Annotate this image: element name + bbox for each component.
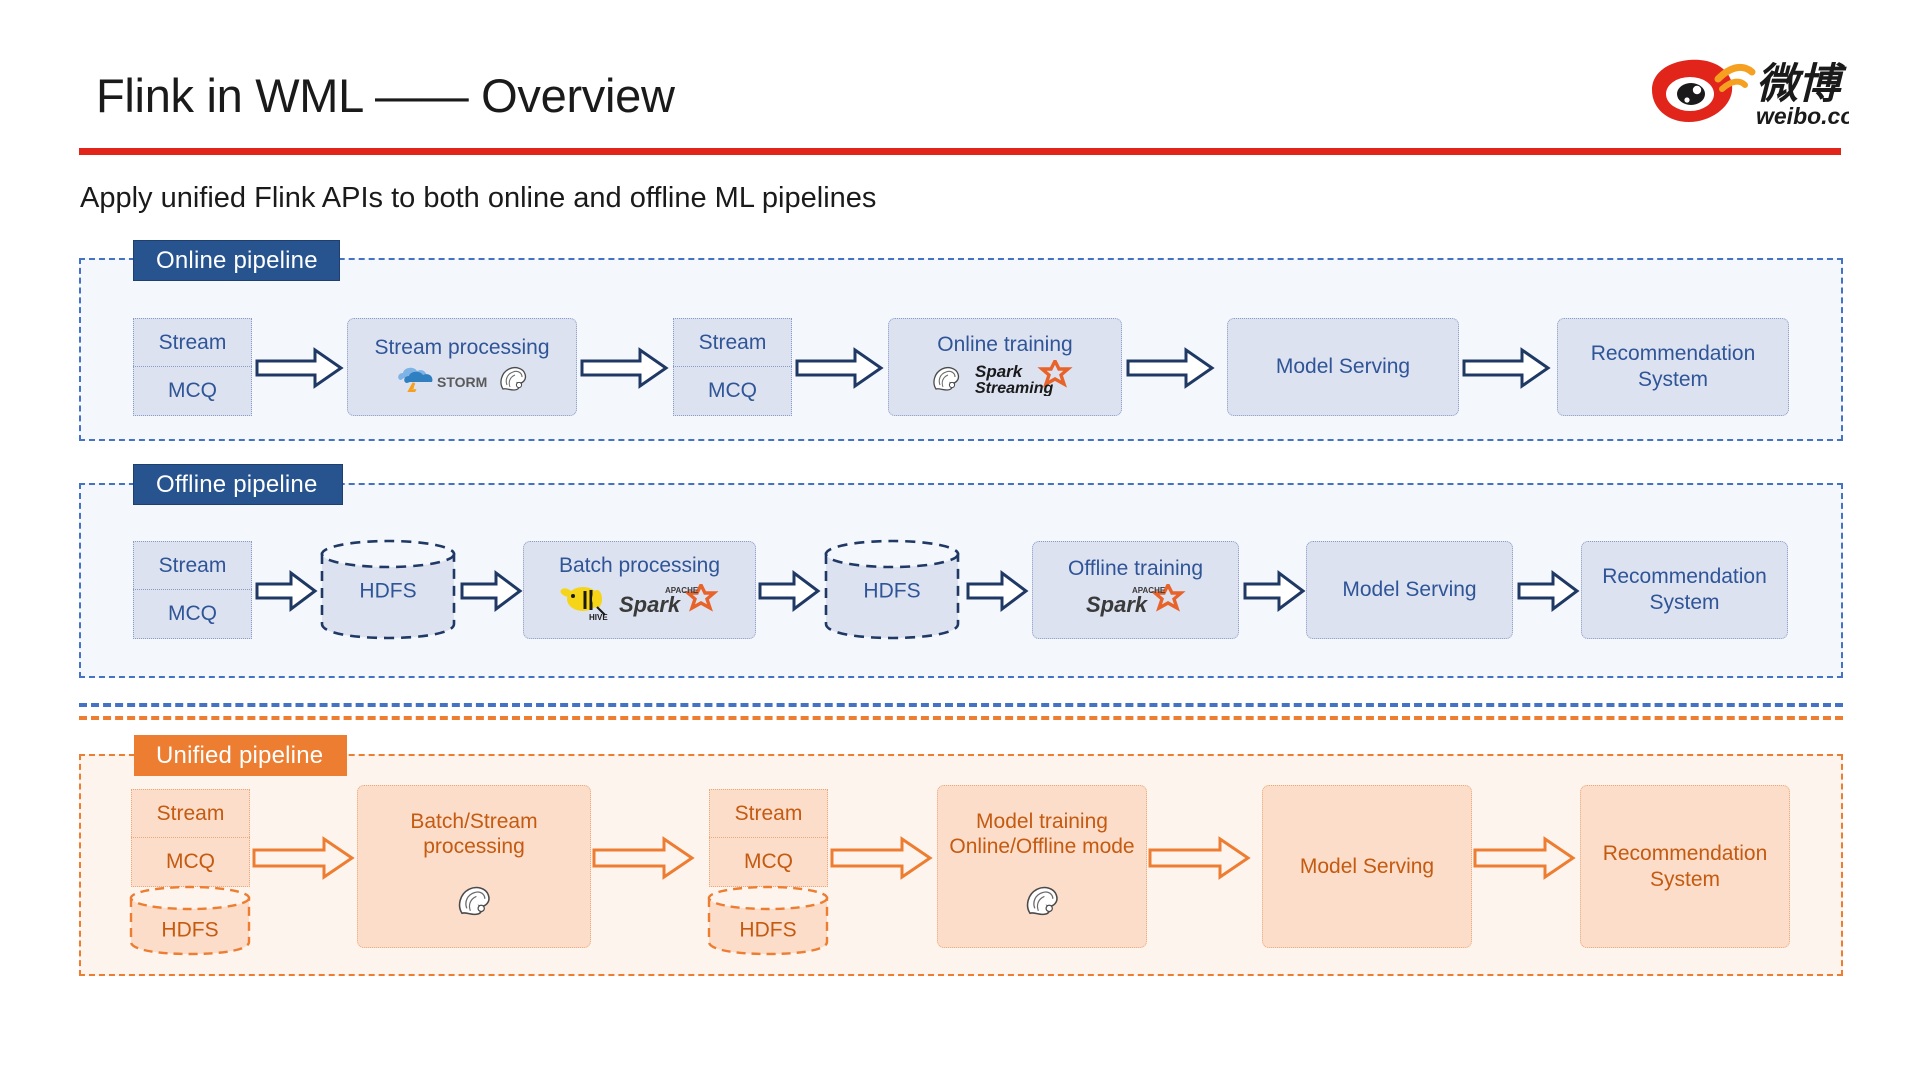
unified-model-training-label-2: Online/Offline mode — [949, 835, 1135, 859]
online-source-stream-cell: Stream — [133, 318, 252, 368]
unified-arrow-1 — [252, 836, 355, 880]
flink-squirrel-logo — [1022, 882, 1062, 925]
unified-pipeline-badge: Unified pipeline — [134, 735, 347, 776]
online-source-mcq-cell: MCQ — [133, 366, 252, 416]
offline-pipeline-badge-label: Offline pipeline — [156, 470, 318, 498]
offline-source-stream-cell: Stream — [133, 541, 252, 591]
online-pipeline-badge: Online pipeline — [133, 240, 340, 281]
offline-arrow-6 — [1517, 570, 1580, 612]
online-model-serving-node: Model Serving — [1227, 318, 1459, 416]
svg-text:Streaming: Streaming — [975, 380, 1053, 396]
spark-streaming-logo: Spark Streaming — [971, 356, 1081, 403]
online-sink-mcq-cell: MCQ — [673, 366, 792, 416]
offline-arrow-2 — [460, 570, 523, 612]
unified-recommendation-label-1: Recommendation — [1602, 841, 1768, 865]
unified-source-stack: Stream MCQ — [131, 789, 250, 887]
unified-sink-stack: Stream MCQ — [709, 789, 828, 887]
svg-text:Spark: Spark — [975, 362, 1024, 381]
svg-text:STORM: STORM — [437, 374, 487, 390]
online-arrow-1 — [255, 347, 344, 389]
online-stream-processing-node: Stream processing STORM — [347, 318, 577, 416]
offline-arrow-3 — [758, 570, 821, 612]
unified-model-training-node: Model training Online/Offline mode — [937, 785, 1147, 948]
spark-logo: APACHE Spark — [1084, 580, 1188, 625]
online-arrow-5 — [1462, 347, 1551, 389]
unified-sink-stream-cell: Stream — [709, 789, 828, 839]
offline-batch-processing-node: Batch processing HIVE APACHE Spark — [523, 541, 756, 639]
online-recommendation-node: Recommendation System — [1557, 318, 1789, 416]
online-arrow-3 — [795, 347, 884, 389]
unified-arrow-3 — [830, 836, 933, 880]
offline-hdfs-store-1: HDFS — [318, 538, 458, 640]
storm-logo: STORM — [395, 364, 489, 399]
online-training-label: Online training — [937, 332, 1073, 356]
slide-subtitle: Apply unified Flink APIs to both online … — [80, 182, 877, 214]
unified-arrow-2 — [592, 836, 695, 880]
unified-recommendation-label-2: System — [1649, 867, 1720, 891]
unified-pipeline-badge-label: Unified pipeline — [156, 741, 324, 769]
offline-training-label: Offline training — [1067, 556, 1204, 580]
offline-arrow-5 — [1243, 570, 1306, 612]
weibo-logo: 微博 weibo.com — [1634, 46, 1875, 134]
offline-recommendation-label-2: System — [1649, 591, 1720, 614]
offline-model-serving-node: Model Serving — [1306, 541, 1513, 639]
svg-text:APACHE: APACHE — [665, 586, 699, 595]
page-title: Flink in WML —— Overview — [96, 69, 675, 122]
online-arrow-2 — [580, 347, 669, 389]
offline-arrow-4 — [966, 570, 1029, 612]
offline-pipeline-badge: Offline pipeline — [133, 464, 343, 505]
svg-text:APACHE: APACHE — [1132, 586, 1166, 595]
svg-text:HIVE: HIVE — [589, 613, 608, 621]
online-source-stack: Stream MCQ — [133, 318, 252, 416]
offline-model-serving-label: Model Serving — [1342, 578, 1477, 602]
offline-arrow-1 — [255, 570, 318, 612]
unified-arrow-4 — [1148, 836, 1251, 880]
online-stream-processing-label: Stream processing — [374, 335, 550, 359]
unified-batch-stream-label-2: processing — [423, 835, 525, 859]
unified-model-training-label-1: Model training — [976, 809, 1108, 833]
unified-hdfs-store-2: HDFS — [705, 885, 831, 957]
online-recommendation-label-1: Recommendation — [1590, 342, 1756, 366]
unified-batch-stream-processing-node: Batch/Stream processing — [357, 785, 591, 948]
online-model-serving-label: Model Serving — [1275, 355, 1411, 379]
unified-sink-mcq-cell: MCQ — [709, 837, 828, 887]
divider-blue — [79, 703, 1843, 707]
spark-logo: APACHE Spark — [617, 580, 721, 625]
title-accent-rule — [79, 148, 1841, 155]
offline-source-mcq-cell: MCQ — [133, 589, 252, 639]
online-recommendation-label-2: System — [1637, 368, 1708, 391]
weibo-domain-text: weibo.com — [1756, 103, 1849, 129]
unified-model-serving-label: Model Serving — [1299, 854, 1435, 878]
svg-text:Spark: Spark — [1086, 592, 1149, 617]
svg-text:Spark: Spark — [619, 592, 682, 617]
divider-orange — [79, 716, 1843, 720]
unified-source-stream-cell: Stream — [131, 789, 250, 839]
offline-source-stack: Stream MCQ — [133, 541, 252, 639]
online-training-node: Online training Spark Streaming — [888, 318, 1122, 416]
weibo-cn-text: 微博 — [1756, 59, 1847, 108]
flink-squirrel-logo — [929, 363, 963, 400]
offline-hdfs-store-2: HDFS — [822, 538, 962, 640]
unified-batch-stream-label-1: Batch/Stream — [410, 809, 538, 833]
flink-squirrel-logo — [454, 882, 494, 925]
unified-model-serving-node: Model Serving — [1262, 785, 1472, 948]
online-sink-stream-cell: Stream — [673, 318, 792, 368]
flink-squirrel-logo — [497, 363, 529, 400]
offline-batch-processing-label: Batch processing — [558, 553, 721, 577]
unified-source-mcq-cell: MCQ — [131, 837, 250, 887]
online-arrow-4 — [1126, 347, 1215, 389]
online-pipeline-badge-label: Online pipeline — [156, 246, 318, 274]
offline-training-node: Offline training APACHE Spark — [1032, 541, 1239, 639]
hive-logo: HIVE — [559, 581, 609, 628]
online-sink-stack: Stream MCQ — [673, 318, 792, 416]
unified-recommendation-node: Recommendation System — [1580, 785, 1790, 948]
unified-arrow-5 — [1473, 836, 1576, 880]
unified-hdfs-store-1: HDFS — [127, 885, 253, 957]
offline-recommendation-node: Recommendation System — [1581, 541, 1788, 639]
offline-recommendation-label-1: Recommendation — [1602, 565, 1767, 589]
